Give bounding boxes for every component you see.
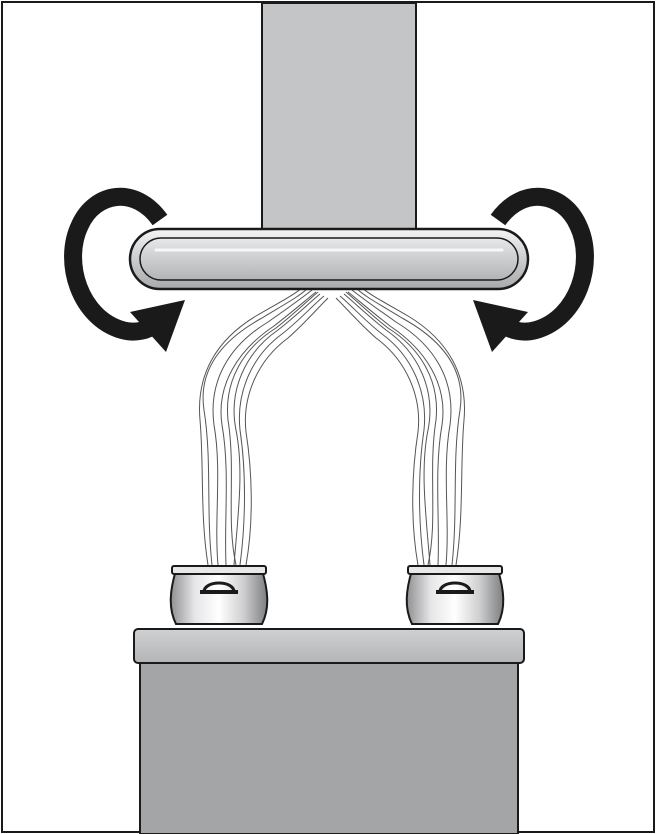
worktop <box>133 628 525 664</box>
steam-plume-right <box>335 285 466 566</box>
recirculation-arrow-right <box>473 187 594 352</box>
extractor-hood <box>128 227 530 291</box>
pot-left <box>169 565 269 625</box>
recirculation-arrow-left <box>64 187 185 352</box>
cabinet <box>139 661 519 834</box>
pot-right <box>405 565 505 625</box>
chimney-duct <box>261 2 417 238</box>
steam-plume-left <box>198 285 329 566</box>
